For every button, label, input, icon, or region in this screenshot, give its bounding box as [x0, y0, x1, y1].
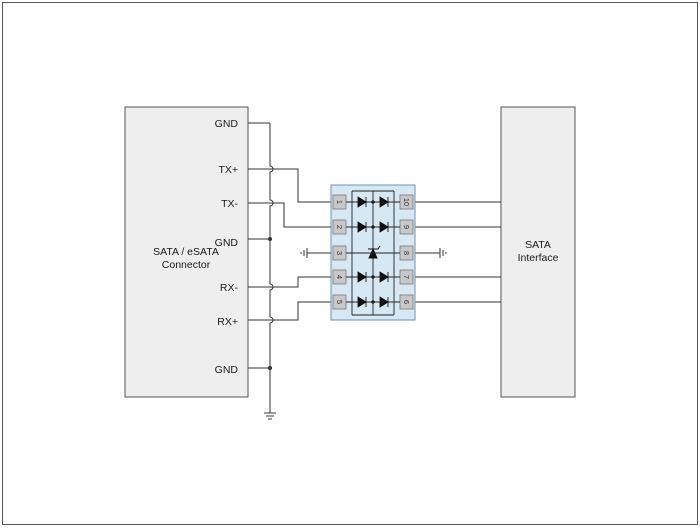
chip-pin-number: 1	[335, 200, 344, 204]
sata-connector-block: SATA / eSATA Connector GND TX+ TX- GND R…	[124, 106, 249, 398]
interface-title-line1: SATA	[525, 239, 551, 251]
chip-junctions	[371, 200, 375, 304]
interface-box	[500, 106, 576, 398]
connector-title-line2: Connector	[162, 259, 211, 271]
pin-label-rx-plus: RX+	[217, 316, 238, 328]
ground-bus	[248, 122, 276, 420]
interface-title-line2: Interface	[518, 252, 559, 264]
chip-pin-number: 5	[335, 300, 344, 304]
chip-pin-number: 9	[402, 225, 411, 229]
pin-label-tx-minus: TX-	[221, 198, 238, 210]
signal-wires-right	[413, 201, 501, 303]
chip-pin-number: 2	[335, 225, 344, 229]
chip-right-pins	[399, 194, 414, 310]
pin-label-gnd-3: GND	[215, 364, 239, 376]
pin-label-rx-minus: RX-	[220, 282, 239, 294]
pin-label-gnd-1: GND	[215, 118, 239, 130]
chip-pin-number: 6	[402, 300, 411, 304]
connector-box	[124, 106, 249, 398]
ground-junctions	[268, 237, 272, 370]
chip-pin-number: 7	[402, 275, 411, 279]
chip-left-pins	[332, 194, 347, 310]
esd-protection-chip: 1 2 3 4 5 10 9 8 7 6	[330, 184, 416, 321]
pin-label-gnd-2: GND	[215, 237, 239, 249]
connector-title-line1: SATA / eSATA	[153, 246, 219, 258]
chip-pin-number: 8	[402, 251, 411, 255]
chip-pin-number: 4	[335, 275, 344, 279]
sata-interface-block: SATA Interface	[500, 106, 576, 398]
chip-pin-number: 10	[402, 198, 411, 206]
signal-wires-left	[248, 168, 333, 321]
chip-diodes	[357, 196, 389, 308]
chip-pin-number: 3	[335, 251, 344, 255]
pin-label-tx-plus: TX+	[218, 164, 238, 176]
